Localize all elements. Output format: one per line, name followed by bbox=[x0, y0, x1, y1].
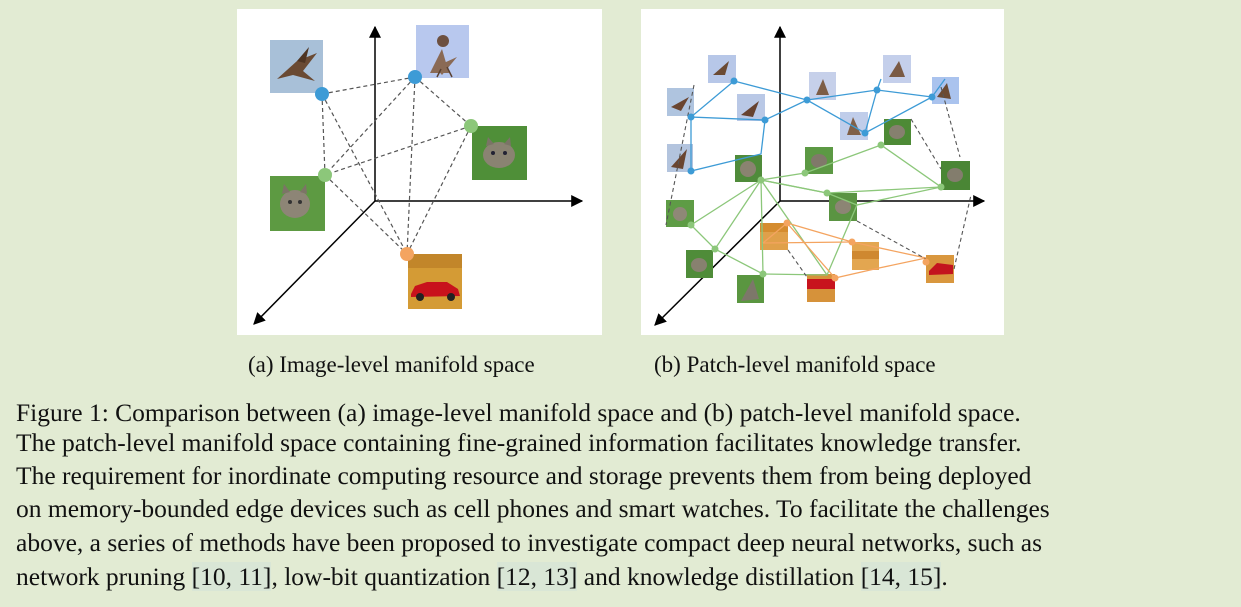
figure-caption-line: Figure 1: Comparison between (a) image-l… bbox=[16, 398, 1021, 427]
text-span: and knowledge distillation bbox=[577, 562, 861, 591]
text-span: network pruning bbox=[16, 562, 192, 591]
image-level-manifold-diagram bbox=[237, 9, 602, 335]
body-text-line: network pruning [10, 11], low-bit quanti… bbox=[16, 562, 948, 591]
dashed-edges bbox=[665, 84, 972, 278]
patch-level-manifold-diagram bbox=[641, 9, 1004, 335]
bird-photo-thumbnail bbox=[270, 40, 323, 93]
subcaption-b: (b) Patch-level manifold space bbox=[654, 352, 936, 377]
citation-link[interactable]: [14, 15] bbox=[860, 562, 942, 591]
figure-caption-line: The patch-level manifold space containin… bbox=[16, 428, 1022, 457]
body-text-line: above, a series of methods have been pro… bbox=[16, 528, 1043, 557]
text-span: . bbox=[941, 562, 948, 591]
citation-link[interactable]: [10, 11] bbox=[191, 562, 272, 591]
axes bbox=[253, 25, 584, 325]
manifold-a-svg bbox=[253, 25, 584, 325]
manifold-nodes bbox=[315, 70, 478, 261]
bird-photo-thumbnail bbox=[416, 25, 469, 78]
body-text-line: The requirement for inordinate computing… bbox=[16, 461, 1032, 490]
manifold-b-svg bbox=[654, 25, 986, 326]
citation-link[interactable]: [12, 13] bbox=[496, 562, 578, 591]
car-photo-thumbnail bbox=[408, 254, 462, 309]
manifold-nodes bbox=[687, 77, 945, 282]
dashed-edges bbox=[321, 76, 472, 255]
axes bbox=[654, 25, 986, 326]
body-text-line: on memory-bounded edge devices such as c… bbox=[16, 494, 1050, 523]
cat-patch-thumbnails bbox=[666, 119, 970, 303]
text-span: , low-bit quantization bbox=[271, 562, 497, 591]
cat-photo-thumbnail bbox=[472, 126, 527, 180]
subcaption-a: (a) Image-level manifold space bbox=[248, 352, 535, 377]
cat-photo-thumbnail bbox=[270, 176, 325, 231]
